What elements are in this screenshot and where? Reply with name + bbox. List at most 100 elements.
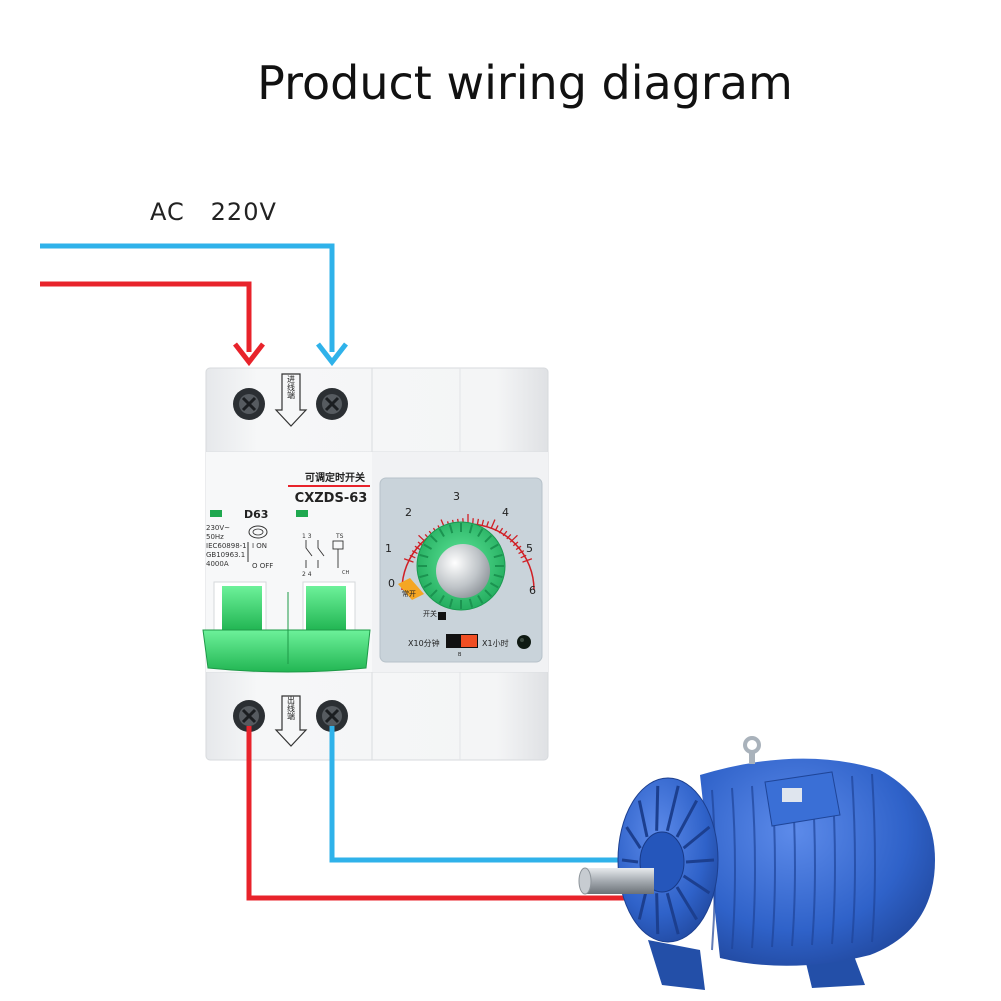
motor-fin (851, 775, 856, 944)
range-selector-switch[interactable] (446, 634, 478, 648)
shield-rib (665, 785, 680, 832)
terminal-numbers-bottom: 2 4 (302, 571, 312, 578)
spec-line: 50Hz (206, 533, 224, 541)
breaker-handle[interactable] (202, 581, 371, 673)
dial-tick (518, 550, 525, 555)
dial-tick (490, 519, 496, 530)
supply-type: AC (150, 198, 185, 226)
knob-ridge (484, 534, 493, 543)
knob-ridge (489, 582, 499, 589)
neutral-input-wire (40, 243, 348, 367)
knob-ridge (448, 598, 454, 608)
dial-number: 0 (388, 577, 395, 590)
bottom-terminal-neutral (316, 700, 348, 732)
knob-ridge (448, 524, 454, 534)
motor-fin (731, 787, 736, 950)
certification-mark (248, 525, 268, 539)
dial-tick (409, 554, 416, 559)
knob-ridge (423, 582, 433, 589)
dial-number: 1 (385, 542, 392, 555)
breaker-title: 可调定时开关 (305, 471, 365, 484)
neutral-output-wire (329, 726, 625, 863)
range-minutes-label: X10分钟 (408, 638, 440, 648)
page-title: Product wiring diagram (257, 56, 793, 110)
dial-tick (520, 554, 527, 559)
timer-panel: 0 1 2 3 4 5 6 常开 开关 X10分钟 (379, 477, 543, 663)
shield-rib (682, 825, 711, 850)
dial-tick (414, 545, 421, 551)
dial-tick (481, 519, 485, 526)
supply-label: AC 220V (150, 198, 277, 226)
top-terminal-label: 进线端 (287, 375, 296, 400)
live-output-wire (246, 726, 625, 901)
shield-rib (637, 800, 649, 838)
dial-tick (515, 545, 522, 551)
dial-tick (403, 558, 414, 563)
ch-label: CH (342, 570, 349, 576)
ts-label: TS (335, 533, 344, 540)
motor-shaft (578, 867, 654, 895)
dial-numbers: 0 1 2 3 4 5 6 (385, 490, 536, 597)
dial-tick (498, 527, 504, 534)
shield-rib (675, 886, 698, 921)
dial-tick (512, 541, 519, 547)
top-terminal-live (233, 388, 265, 420)
dial-tick (502, 530, 508, 537)
top-terminal-neutral (316, 388, 348, 420)
spec-list: 230V~ 50Hz IEC60898-1 GB10963.1 4000A (206, 524, 247, 568)
shield-rib (655, 785, 660, 831)
dial-tick (411, 550, 418, 555)
range-selector-marker: B (458, 652, 462, 658)
dial-tick (506, 534, 512, 540)
knob-ridge (419, 553, 429, 559)
circuit-symbol: 1 3 2 4 TS CH (302, 533, 349, 578)
shield-rib (682, 874, 711, 895)
knob-ridges (418, 523, 504, 609)
shield-rib (625, 826, 642, 849)
knob-ridge (429, 534, 438, 543)
dial-tick (509, 534, 518, 543)
timer-indicator-led (517, 635, 531, 649)
knob-ridge (493, 553, 503, 559)
dial-number: 4 (502, 506, 509, 519)
spec-line: IEC60898-1 (206, 542, 247, 550)
always-on-marker (398, 578, 424, 600)
output-direction-marker (274, 695, 308, 747)
live-input-wire (40, 281, 265, 367)
motor-fin (751, 785, 756, 949)
dial-number: 3 (453, 490, 460, 503)
dial-number: 2 (405, 506, 412, 519)
shield-rib (675, 799, 698, 838)
knob-ridge (484, 589, 493, 598)
shield-rib (665, 892, 680, 935)
electric-motor (578, 736, 935, 990)
knob-ridge (468, 598, 474, 608)
always-on-label: 常开 (402, 589, 416, 598)
terminal-numbers-top: 1 3 (302, 533, 312, 540)
switch-marker (438, 612, 446, 620)
timer-knob[interactable] (416, 521, 506, 611)
supply-voltage: 220V (210, 198, 277, 226)
lifting-eye (743, 736, 761, 764)
knob-ridge (438, 594, 445, 604)
knob-ridge (423, 543, 433, 550)
knob-ridge (477, 594, 484, 604)
shield-rib (621, 858, 639, 864)
range-hours-label: X1小时 (482, 638, 509, 648)
end-shield-ribs (621, 785, 715, 935)
indicator-left (210, 510, 222, 517)
knob-ridge (438, 528, 445, 538)
nameplate (782, 788, 802, 802)
motor-fin (871, 773, 876, 943)
dial-tick (485, 521, 490, 528)
knob-ridge (468, 524, 474, 534)
knob-ridge (419, 573, 429, 579)
spec-line: GB10963.1 (206, 551, 245, 559)
rating-label: D63 (244, 508, 268, 521)
knob-ridge (493, 573, 503, 579)
dial-tick (476, 518, 480, 525)
knob-ridge (477, 528, 484, 538)
spec-line: 230V~ (206, 524, 230, 532)
